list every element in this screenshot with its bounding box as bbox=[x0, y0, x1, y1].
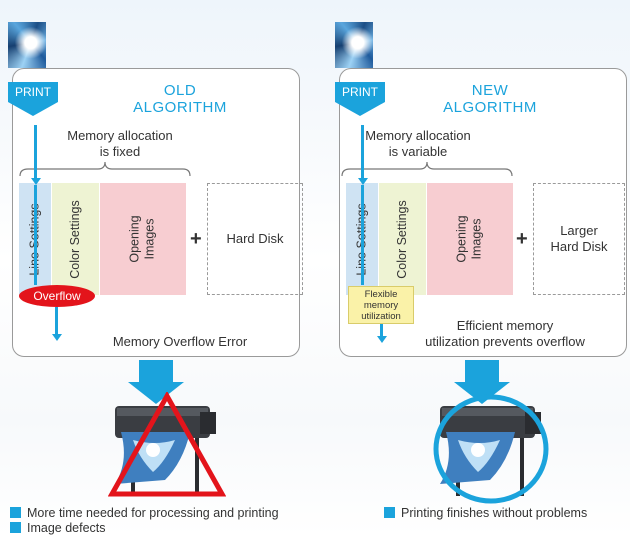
old-memory-caption: Memory allocation is fixed bbox=[40, 128, 200, 160]
new-flow-arrowhead-top bbox=[357, 178, 368, 185]
old-result-item-1: More time needed for processing and prin… bbox=[10, 506, 279, 520]
new-result-bullet-1 bbox=[384, 507, 395, 518]
new-printer-illustration bbox=[440, 406, 541, 496]
old-flow-line-top bbox=[34, 125, 37, 180]
print-arrow-new bbox=[335, 102, 385, 116]
new-memory-brace bbox=[341, 161, 513, 177]
old-flow-line-inner bbox=[34, 185, 37, 285]
old-overflow-arrowhead bbox=[51, 334, 62, 341]
old-plus-sign: + bbox=[190, 228, 202, 250]
new-opening-label: Opening bbox=[454, 215, 469, 263]
old-result-bullet-2 bbox=[10, 522, 21, 533]
new-result-arrow-body bbox=[465, 360, 499, 382]
new-efficient-caption: Efficient memory utilization prevents ov… bbox=[400, 318, 610, 350]
old-overflow-badge: Overflow bbox=[19, 285, 95, 307]
old-result-text-1: More time needed for processing and prin… bbox=[27, 506, 279, 520]
new-larger-hard-disk-box: Larger Hard Disk bbox=[533, 183, 625, 295]
old-memory-brace bbox=[19, 161, 191, 177]
new-flex-note-line3: utilization bbox=[361, 311, 401, 322]
new-memory-caption-line1: Memory allocation bbox=[365, 128, 471, 143]
new-flow-line-top bbox=[361, 125, 364, 180]
new-opening-images-label: Opening Images bbox=[455, 215, 485, 262]
new-algorithm-title-line2: ALGORITHM bbox=[443, 99, 537, 116]
new-result-item-1: Printing finishes without problems bbox=[384, 506, 587, 520]
old-algorithm-title-line1: OLD bbox=[163, 82, 197, 99]
old-algorithm-title-line2: ALGORITHM bbox=[133, 99, 227, 116]
new-efficient-caption-line2: utilization prevents overflow bbox=[425, 334, 585, 349]
old-color-settings-label: Color Settings bbox=[68, 199, 83, 279]
new-success-circle bbox=[433, 394, 549, 504]
new-opening-images-column: Opening Images bbox=[427, 183, 513, 295]
new-algorithm-title-line1: NEW bbox=[471, 82, 509, 99]
old-result-text-2: Image defects bbox=[27, 521, 106, 535]
new-memory-caption: Memory allocation is variable bbox=[338, 128, 498, 160]
print-image-thumbnail-new bbox=[335, 22, 373, 68]
old-algorithm-title: OLD ALGORITHM bbox=[110, 82, 250, 116]
old-color-settings-column: Color Settings bbox=[52, 183, 99, 295]
new-hard-disk-label: Hard Disk bbox=[550, 239, 608, 254]
old-result-item-2: Image defects bbox=[10, 521, 106, 535]
print-label-new: PRINT bbox=[335, 82, 385, 102]
old-opening-images-label: Opening Images bbox=[128, 215, 158, 262]
new-images-label: Images bbox=[469, 218, 484, 260]
print-arrow-old bbox=[8, 102, 58, 116]
old-memory-caption-line1: Memory allocation bbox=[67, 128, 173, 143]
new-color-settings-column: Color Settings bbox=[379, 183, 426, 295]
new-flex-note-line2: memory bbox=[363, 300, 399, 311]
new-algorithm-title: NEW ALGORITHM bbox=[420, 82, 560, 116]
old-opening-images-column: Opening Images bbox=[100, 183, 186, 295]
old-overflow-line bbox=[55, 307, 58, 335]
old-result-arrow-body bbox=[139, 360, 173, 382]
old-result-bullet-1 bbox=[10, 507, 21, 518]
old-warning-triangle bbox=[108, 392, 226, 497]
new-flex-arrowhead bbox=[376, 336, 387, 343]
print-image-thumbnail-old bbox=[8, 22, 46, 68]
old-opening-label: Opening bbox=[127, 215, 142, 263]
old-flow-arrowhead-top bbox=[30, 178, 41, 185]
new-result-text-1: Printing finishes without problems bbox=[401, 506, 588, 520]
new-efficient-caption-line1: Efficient memory bbox=[456, 318, 554, 333]
old-images-label: Images bbox=[142, 218, 157, 260]
print-label-old: PRINT bbox=[8, 82, 58, 102]
old-hard-disk-box: Hard Disk bbox=[207, 183, 303, 295]
old-overflow-label: Overflow bbox=[33, 289, 81, 303]
new-plus-sign: + bbox=[516, 228, 528, 250]
new-flexible-memory-note: Flexible memory utilization bbox=[348, 286, 414, 324]
new-larger-label: Larger bbox=[560, 223, 598, 238]
old-error-caption: Memory Overflow Error bbox=[112, 334, 248, 349]
old-printer-illustration bbox=[115, 406, 216, 496]
new-flex-note-line1: Flexible bbox=[364, 289, 398, 300]
new-color-settings-label: Color Settings bbox=[395, 199, 410, 279]
old-memory-caption-line2: is fixed bbox=[99, 144, 141, 159]
new-memory-caption-line2: is variable bbox=[388, 144, 448, 159]
new-flow-line-inner bbox=[361, 185, 364, 285]
new-flex-line bbox=[380, 324, 383, 337]
old-hard-disk-label: Hard Disk bbox=[226, 231, 284, 246]
